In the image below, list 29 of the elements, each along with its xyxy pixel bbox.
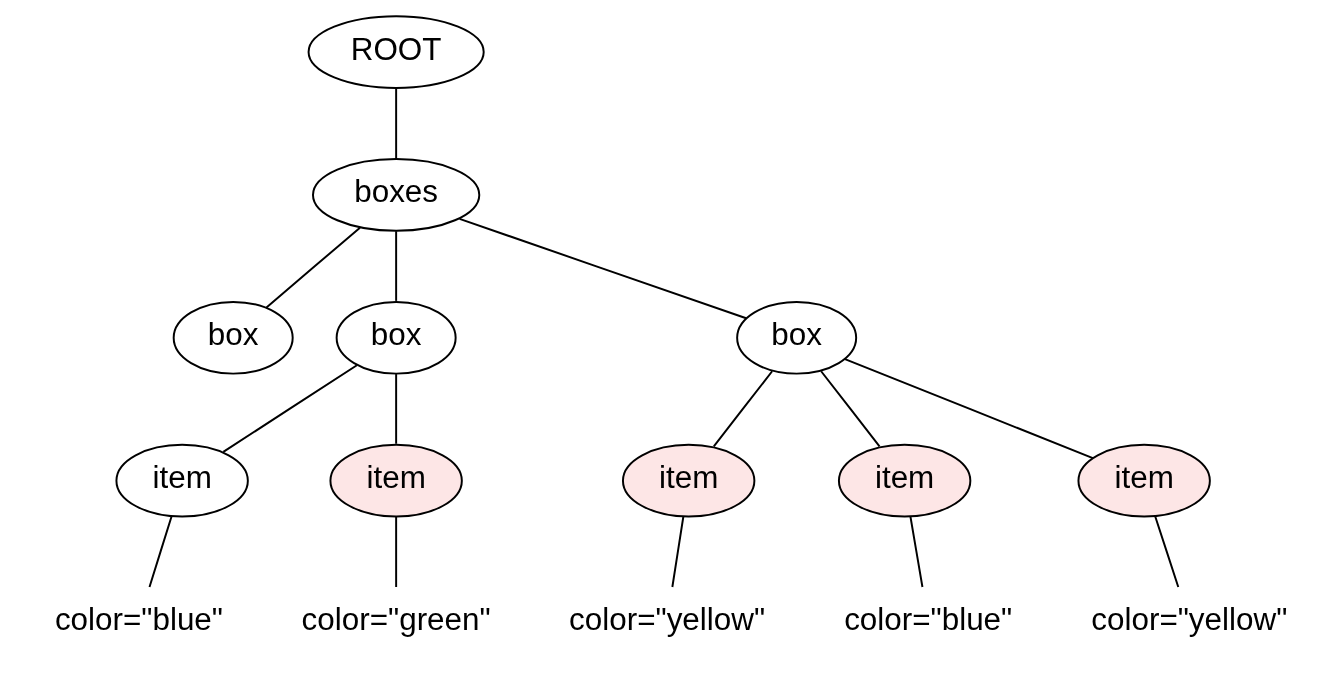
node-text: color="yellow" xyxy=(568,602,765,638)
node-ellipse: boxes xyxy=(311,158,480,232)
node-ellipse: item xyxy=(114,443,249,518)
connector xyxy=(712,370,773,448)
connector xyxy=(909,515,923,588)
node-ellipse: box xyxy=(172,300,294,375)
node-ellipse: box xyxy=(335,300,457,375)
node-text: color="blue" xyxy=(54,602,223,638)
node-text: color="green" xyxy=(301,602,491,638)
connector xyxy=(458,217,747,320)
node-ellipse: item xyxy=(621,443,755,518)
node-ellipse: item xyxy=(837,443,971,518)
node-ellipse: ROOT xyxy=(307,15,485,89)
connector xyxy=(394,515,397,588)
node-ellipse: item xyxy=(328,443,463,518)
connector xyxy=(148,515,172,588)
connector xyxy=(394,87,397,159)
connector xyxy=(394,230,397,302)
connector xyxy=(221,364,358,453)
connector xyxy=(265,226,361,309)
node-text: color="yellow" xyxy=(1090,602,1287,638)
connector xyxy=(394,373,397,445)
node-text: color="blue" xyxy=(843,602,1012,638)
connector xyxy=(843,358,1094,460)
node-ellipse: box xyxy=(735,300,857,375)
connector xyxy=(819,370,880,448)
connector xyxy=(670,515,684,588)
node-ellipse: item xyxy=(1076,443,1211,518)
connector xyxy=(1153,515,1179,588)
